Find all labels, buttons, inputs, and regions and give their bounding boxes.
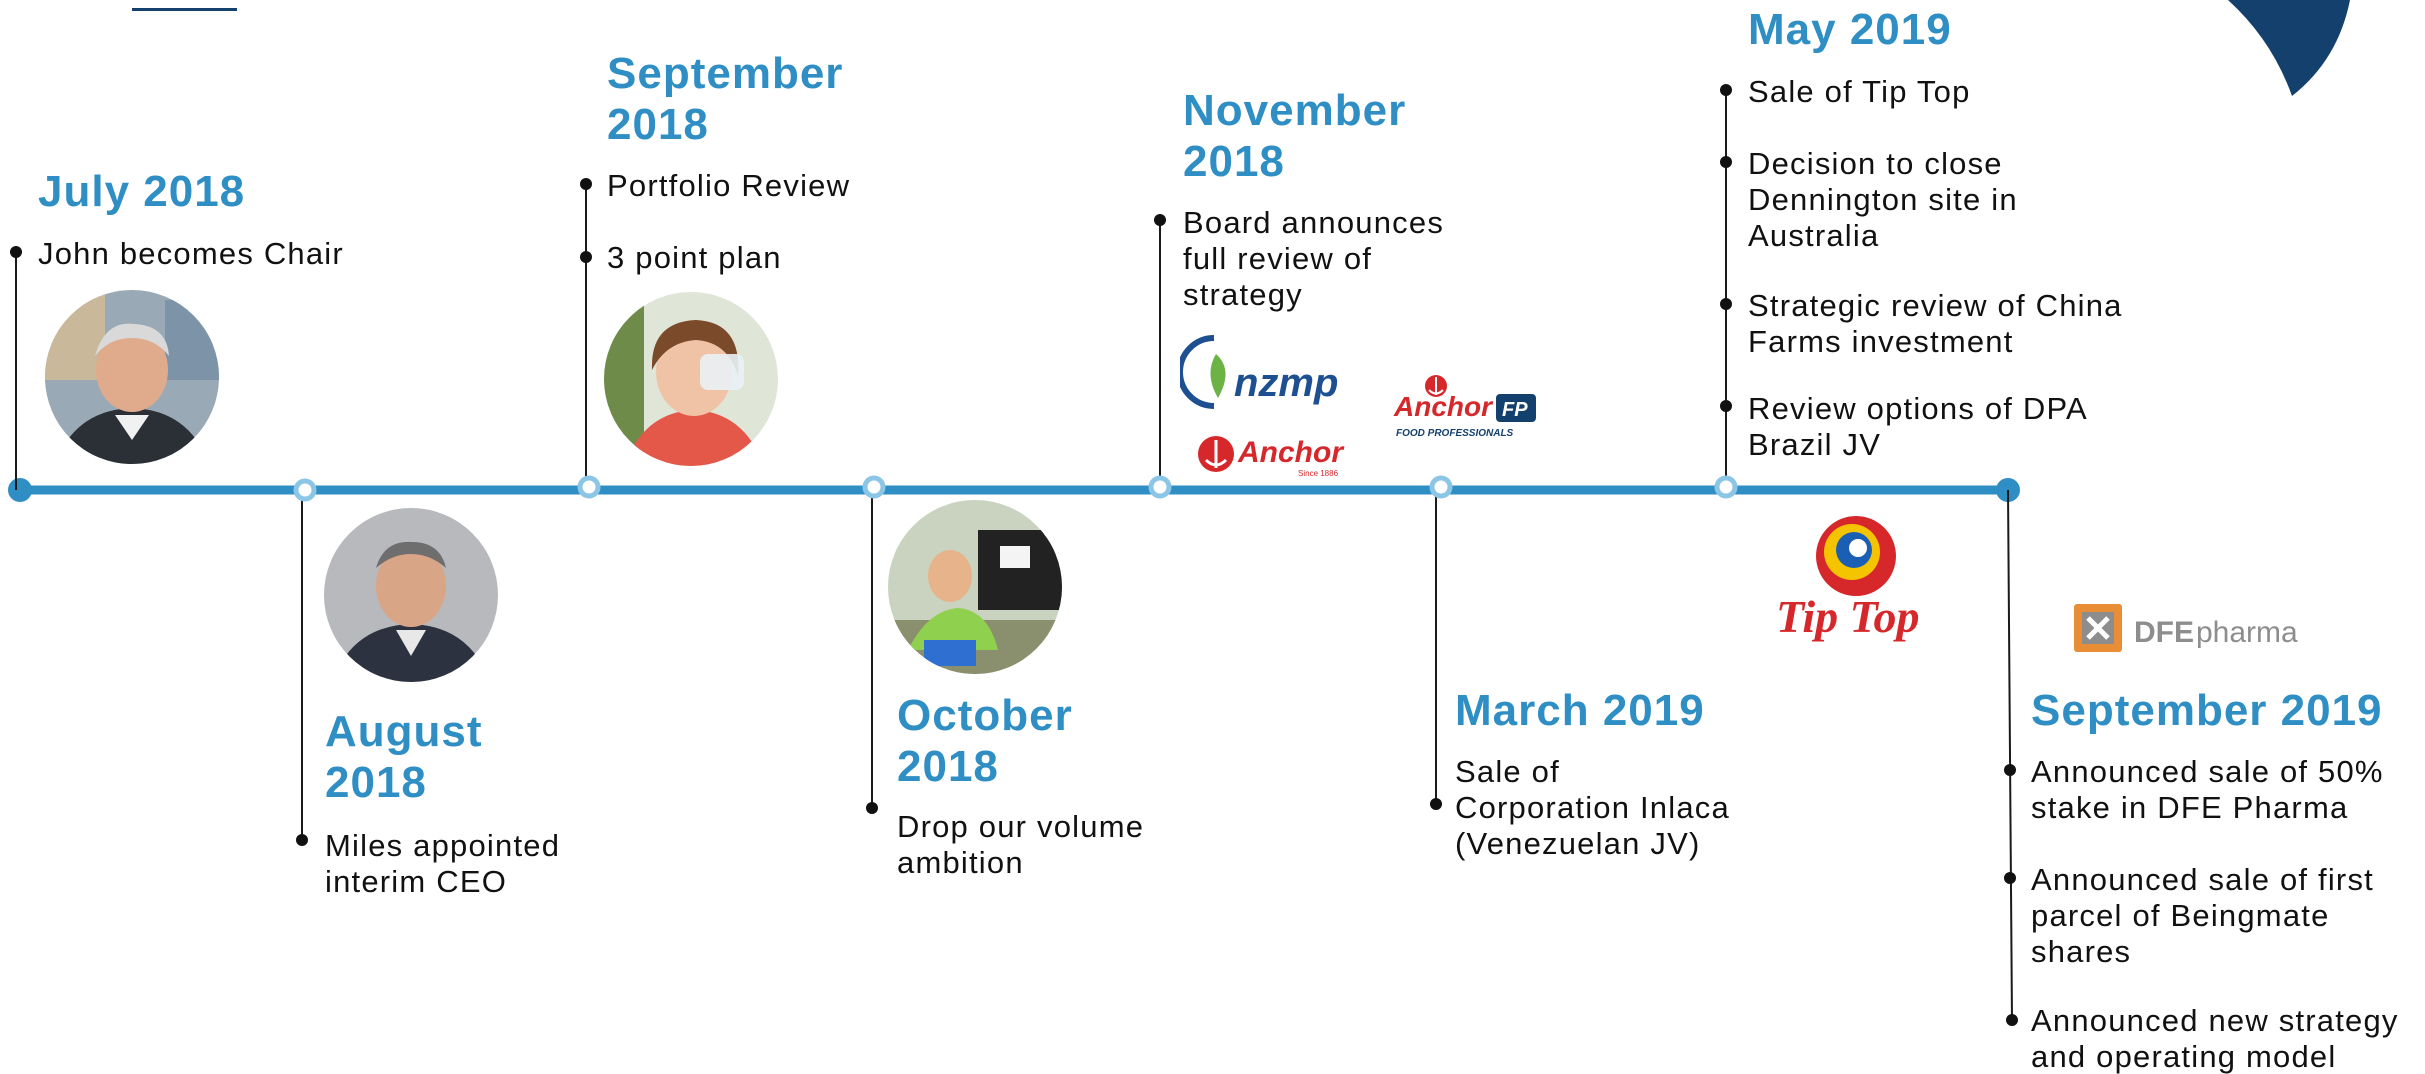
anchor-since: Since 1886	[1298, 469, 1339, 478]
bullet-dot	[1720, 298, 1732, 310]
timeline-node-november	[1148, 475, 1172, 499]
milestone-heading-november-2018: November 2018	[1183, 85, 1406, 187]
dfe-bold-wordmark: DFE	[2134, 616, 2194, 649]
bullet-dot	[1154, 214, 1166, 226]
milestone-heading-august-2018: August 2018	[325, 706, 483, 808]
milestone-item: 3 point plan	[607, 240, 782, 275]
bullet-dot	[2004, 872, 2016, 884]
corner-brand-flag	[2228, 0, 2350, 96]
milestone-heading-september-2019: September 2019	[2031, 685, 2383, 736]
heading-line: 2018	[325, 758, 427, 807]
milestone-item: Strategic review of China Farms investme…	[1748, 288, 2123, 359]
tip-top-wordmark: Tip Top	[1776, 591, 1920, 642]
milestone-heading-march-2019: March 2019	[1455, 685, 1705, 736]
heading-line: May 2019	[1748, 5, 1952, 54]
milestone-item: Board announces full review of strategy	[1183, 205, 1445, 312]
milestone-item: Portfolio Review	[607, 168, 851, 203]
bullet-dot	[2006, 1014, 2018, 1026]
anchor-wordmark: Anchor	[1237, 436, 1345, 469]
tip-top-logo: Tip Top	[1772, 512, 1952, 652]
bullet-dot	[580, 251, 592, 263]
milestone-item: Announced sale of 50% stake in DFE Pharm…	[2031, 754, 2384, 825]
heading-line: August	[325, 707, 483, 756]
bullet-dot	[1430, 798, 1442, 810]
milestone-item: John becomes Chair	[38, 236, 344, 271]
heading-line: October	[897, 691, 1073, 740]
timeline-node-may	[1714, 475, 1738, 499]
timeline-node-september	[577, 475, 601, 499]
milestone-heading-september-2018: September 2018	[607, 48, 843, 150]
heading-line: 2018	[897, 742, 999, 791]
milestone-item: Drop our volume ambition	[897, 809, 1145, 880]
bullet-dot	[1720, 400, 1732, 412]
milestone-item: Decision to close Dennington site in Aus…	[1748, 146, 2018, 253]
bullet-dot	[580, 178, 592, 190]
timeline-node-august	[293, 478, 317, 502]
milestone-heading-may-2019: May 2019	[1748, 4, 1952, 55]
bullet-dot	[1720, 84, 1732, 96]
top-accent-rule	[132, 8, 237, 11]
heading-line: March 2019	[1455, 686, 1705, 735]
milestone-item: Announced sale of first parcel of Beingm…	[2031, 862, 2374, 969]
heading-line: September 2019	[2031, 686, 2383, 735]
heading-line: 2018	[607, 100, 709, 149]
bullet-dot	[2004, 764, 2016, 776]
bullet-dot	[866, 802, 878, 814]
nzmp-logo: nzmp	[1180, 334, 1360, 414]
connector-september-2019	[2007, 489, 2013, 1023]
timeline-node-march	[1429, 475, 1453, 499]
milestone-heading-july-2018: July 2018	[38, 166, 245, 217]
milestone-item: Miles appointed interim CEO	[325, 828, 561, 899]
heading-line: 2018	[1183, 137, 1285, 186]
heading-line: November	[1183, 86, 1407, 135]
anchor-fp-subtitle: FOOD PROFESSIONALS	[1396, 428, 1514, 439]
anchor-fp-wordmark: Anchor	[1393, 391, 1494, 422]
milestone-item: Announced new strategy and operating mod…	[2031, 1003, 2399, 1074]
bullet-dot	[10, 246, 22, 258]
farmer-with-cows-photo	[888, 500, 1062, 674]
dfe-pharma-logo: DFE pharma	[2072, 600, 2312, 660]
milestone-item: Sale of Corporation Inlaca (Venezuelan J…	[1455, 754, 1730, 861]
chair-portrait-photo	[45, 290, 219, 464]
timeline-start-dot	[8, 478, 32, 502]
timeline-node-october	[862, 475, 886, 499]
anchor-food-professionals-logo: Anchor FP FOOD PROFESSIONALS	[1392, 368, 1542, 442]
nzmp-wordmark: nzmp	[1234, 361, 1338, 405]
heading-line: September	[607, 49, 844, 98]
bullet-dot	[1720, 156, 1732, 168]
bullet-dot	[296, 834, 308, 846]
milestone-item: Review options of DPA Brazil JV	[1748, 391, 2088, 462]
heading-line: July 2018	[38, 167, 246, 216]
girl-drinking-milk-photo	[604, 292, 778, 466]
anchor-fp-badge: FP	[1502, 399, 1528, 421]
milestone-heading-october-2018: October 2018	[897, 690, 1073, 792]
milestone-item: Sale of Tip Top	[1748, 74, 1971, 109]
ceo-portrait-photo	[324, 508, 498, 682]
anchor-logo: Anchor Since 1886	[1194, 424, 1364, 480]
dfe-pharma-wordmark: pharma	[2196, 616, 2298, 649]
